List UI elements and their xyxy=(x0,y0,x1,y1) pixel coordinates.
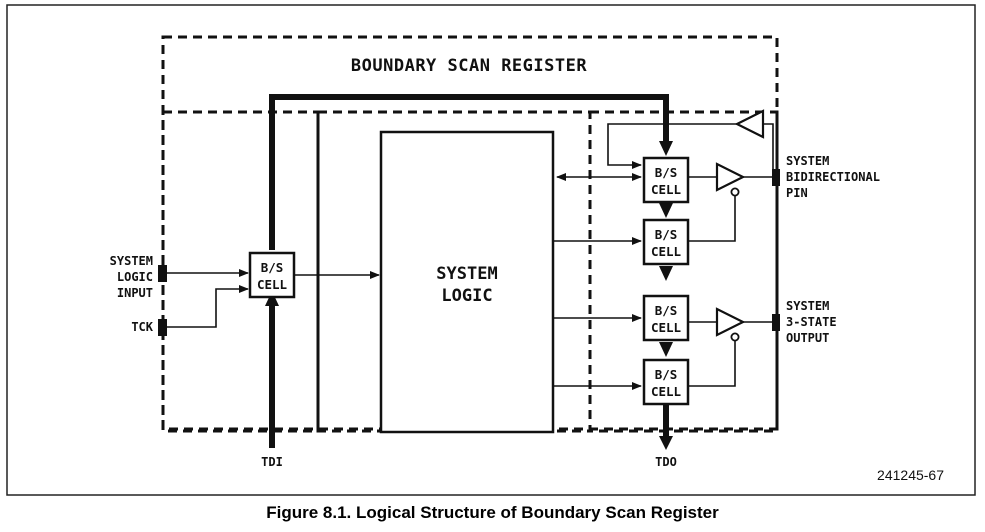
figure-reference-number: 241245-67 xyxy=(877,467,944,483)
tck-pin xyxy=(158,319,167,336)
left-input-label-line3: INPUT xyxy=(117,286,153,300)
cell-label-line1: B/S xyxy=(655,165,678,180)
tristate-label-line3: OUTPUT xyxy=(786,331,829,345)
bs-cell-tristate-enable: B/S CELL xyxy=(642,358,690,406)
cell-label-line1: B/S xyxy=(655,303,678,318)
cell-label-line2: CELL xyxy=(651,384,682,399)
bidir-feedback-path xyxy=(607,123,737,169)
bs-cell-bidir-enable: B/S CELL xyxy=(642,218,690,266)
bidir-label-line3: PIN xyxy=(786,186,808,200)
scan-arrow-2 xyxy=(659,266,673,281)
io-cells-domain-outline xyxy=(588,110,779,433)
cell-label-line2: CELL xyxy=(651,244,682,259)
scan-arrow-3 xyxy=(659,342,673,357)
tristate-pin xyxy=(772,314,780,331)
input-bs-cell xyxy=(248,251,296,299)
bidir-label-line1: SYSTEM xyxy=(786,154,829,168)
figure-frame xyxy=(6,4,976,496)
tdi-label: TDI xyxy=(261,455,283,469)
cell-label-line1: B/S xyxy=(655,227,678,242)
figure-caption: Figure 8.1. Logical Structure of Boundar… xyxy=(266,503,719,522)
tdo-label: TDO xyxy=(655,455,677,469)
bidir-label-line2: BIDIRECTIONAL xyxy=(786,170,880,184)
bidir-output-buffer xyxy=(715,162,746,192)
register-title: BOUNDARY SCAN REGISTER xyxy=(351,56,587,76)
scan-path-tdo xyxy=(659,436,673,450)
bs-cell-bidir: B/S CELL xyxy=(642,156,690,204)
tristate-label-line1: SYSTEM xyxy=(786,299,829,313)
cell-label-line2: CELL xyxy=(651,182,682,197)
input-buffer xyxy=(734,109,765,139)
tristate-output-buffer xyxy=(715,307,746,337)
boundary-scan-diagram: BOUNDARY SCAN REGISTER SYSTEM LOGIC B/S … xyxy=(6,4,976,496)
system-logic-block xyxy=(379,130,555,434)
bs-cell-tristate: B/S CELL xyxy=(642,294,690,342)
scan-path-top xyxy=(269,94,669,250)
system-logic-label-line2: LOGIC xyxy=(441,286,492,306)
tristate-label-line2: 3-STATE xyxy=(786,315,837,329)
system-logic-input-pin xyxy=(158,265,167,282)
cell-label-line2: CELL xyxy=(651,320,682,335)
input-cell-label-line2: CELL xyxy=(257,277,288,292)
tck-label: TCK xyxy=(131,320,153,334)
system-logic-label-line1: SYSTEM xyxy=(436,264,497,284)
left-input-label-line1: SYSTEM xyxy=(110,254,153,268)
bidir-pin xyxy=(772,169,780,186)
scan-arrow-1 xyxy=(659,203,673,218)
input-cell-label-line1: B/S xyxy=(261,260,284,275)
left-input-label-line2: LOGIC xyxy=(117,270,153,284)
cell-label-line1: B/S xyxy=(655,367,678,382)
